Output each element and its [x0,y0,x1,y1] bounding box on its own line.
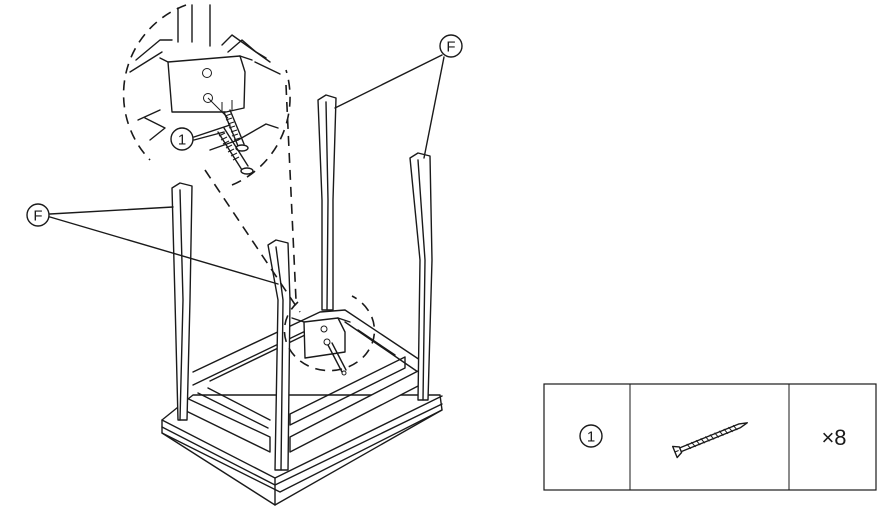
screw-icon [671,422,748,459]
svg-text:1: 1 [178,132,186,149]
leader-line-f-right-a [334,54,443,109]
callout-f-right: F [439,34,463,58]
svg-text:F: F [33,208,42,225]
parts-table-quantity: ×8 [821,425,846,450]
leader-line-f-left-a [49,206,174,215]
callout-f-left: F [26,203,50,227]
detail-screw-upper [221,100,249,152]
parts-table: 1 ×8 [543,383,877,491]
leader-line-part1-b [193,131,225,141]
detail-projection-line-left [204,169,301,313]
detail-zoom-circle-small [283,295,376,372]
stool-leg-front-left [171,182,193,421]
callout-part-1: 1 [170,127,194,151]
leader-line-f-right-b [423,56,445,159]
zoom-detail [122,4,291,186]
leader-line-f-left-b [49,216,279,285]
detail-screw-lower [217,127,254,175]
stool-leg-front-center [267,239,291,471]
leader-line-part1-a [193,124,231,138]
svg-text:F: F [446,39,455,56]
stool-frame [161,309,443,506]
corner-block [291,317,351,376]
stool-leg-back-right [409,152,433,401]
parts-table-part-number: 1 [579,424,603,448]
svg-text:1: 1 [587,429,595,446]
stool-leg-back-center [317,94,337,311]
